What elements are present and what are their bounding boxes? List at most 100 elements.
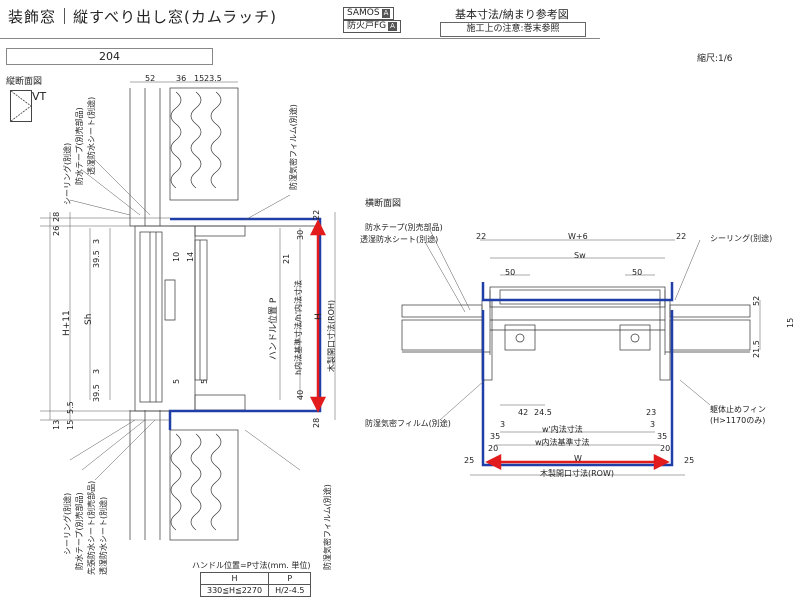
h-dim-52: 52	[752, 295, 761, 306]
dim-left-5-5: 5.5	[66, 401, 75, 414]
dim-left-39-5b: 39.5	[92, 384, 101, 402]
horizontal-leader-lines	[424, 229, 711, 421]
h-dim-22b: 22	[676, 232, 687, 241]
vt-icon-graphic	[11, 91, 31, 121]
h-dim-35b: 35	[657, 432, 668, 441]
h-dim-23: 23	[646, 408, 657, 417]
dim-right-22: 22	[312, 209, 321, 220]
dim-right-21: 21	[282, 253, 291, 264]
label-roh: 木製開口寸法(ROH)	[327, 299, 336, 372]
horizontal-window-frame	[489, 286, 666, 355]
dim-52: 52	[145, 74, 156, 83]
h-dim-15: 15	[786, 317, 795, 328]
title-category: 装飾窓	[8, 8, 57, 26]
title-separator	[64, 8, 66, 24]
label-sheet-bottom: 透湿防水シート(別途)	[99, 496, 108, 575]
h-dim-42: 42	[518, 408, 529, 417]
vertical-window-frame	[130, 225, 320, 412]
h-dim-25b: 25	[684, 456, 695, 465]
dim-left-13: 13	[52, 419, 61, 430]
badge-fire-a: A	[388, 22, 397, 31]
vertical-section-title: 縦断面図	[6, 77, 43, 87]
h-dim-3b: 3	[650, 420, 656, 429]
h-label-sheet: 透湿防水シート(別途)	[360, 235, 439, 244]
label-sealing-bottom: シーリング(別途)	[63, 492, 72, 555]
badge-samos-label: SAMOS	[347, 8, 380, 18]
vertical-top-wall	[129, 87, 239, 226]
handle-table-row: 330≦H≦2270 H/2-4.5	[199, 584, 312, 597]
handle-table-header-p: P	[268, 572, 312, 585]
handle-table-cell-p: H/2-4.5	[268, 584, 312, 597]
dim-inner-14: 14	[186, 251, 195, 262]
vertical-dimension-lines	[40, 81, 336, 421]
h-dim-20b: 20	[660, 444, 671, 453]
h-label-w-plus-6: W+6	[568, 232, 588, 241]
dim-36: 36	[176, 74, 187, 83]
h-dim-22a: 22	[476, 232, 487, 241]
handle-table-header-row: H P	[199, 572, 312, 585]
vt-label: VT	[32, 90, 47, 103]
h-label-sealing: シーリング(別途)	[710, 234, 773, 243]
h-dim-20a: 20	[488, 444, 499, 453]
h-label-fin: 躯体止めフィン	[710, 405, 766, 414]
h-dim-50b: 50	[632, 268, 643, 277]
code-box: 204	[6, 48, 213, 65]
vertical-bottom-wall	[129, 410, 239, 541]
label-tape-top: 防水テープ(別売部品)	[75, 107, 84, 185]
horizontal-opening-outline	[481, 310, 674, 467]
h-label-w: W	[574, 454, 582, 463]
dim-inner-10: 10	[172, 251, 181, 262]
label-sh: Sh	[84, 313, 94, 325]
h-label-tape: 防水テープ(別売部品)	[365, 223, 443, 232]
horizontal-opening-top	[481, 282, 674, 302]
h-dim-50a: 50	[505, 268, 516, 277]
h-label-film: 防湿気密フィルム(別途)	[365, 419, 451, 428]
handle-table-header-h: H	[199, 572, 270, 585]
handle-table: H P 330≦H≦2270 H/2-4.5	[199, 572, 312, 597]
dim-inner-5b: 5	[200, 378, 209, 384]
dim-23-5: 23.5	[204, 74, 222, 83]
handle-table-cell-h: 330≦H≦2270	[199, 584, 270, 597]
h-dim-25a: 25	[464, 456, 475, 465]
row-arrow	[485, 453, 670, 471]
roh-arrow	[309, 219, 327, 413]
dim-left-3b: 3	[92, 368, 101, 374]
label-handle-position: ハンドル位置 P	[269, 297, 279, 360]
label-h-plus-11: H+11	[62, 310, 72, 336]
h-label-w-inner: w内法基準寸法	[535, 438, 590, 447]
page-title: 装飾窓縦すべり出し窓(カムラッチ)	[8, 6, 277, 27]
dim-right-40: 40	[296, 389, 305, 400]
h-dim-3a: 3	[500, 420, 506, 429]
h-label-row: 木製開口寸法(ROW)	[540, 469, 615, 478]
vt-window-icon	[10, 90, 32, 122]
dim-right-30: 30	[296, 229, 305, 240]
label-tape-bottom: 防水テープ(別売部品)	[75, 492, 84, 570]
vertical-opening-outline	[168, 217, 322, 430]
dim-left-15: 15	[66, 419, 75, 430]
title-main: 縦すべり出し窓(カムラッチ)	[73, 8, 277, 26]
label-film-bottom: 防湿気密フィルム(別途)	[323, 484, 332, 570]
label-h-inner: h内法基準寸法/h'内法寸法	[294, 279, 303, 375]
label-pre-sheet-bottom: 先張防水シート(別売部品)	[87, 480, 96, 575]
badge-fire-label: 防火戸FG	[347, 21, 387, 31]
horizontal-dimension-lines	[470, 239, 761, 476]
label-sealing-top: シーリング(別途)	[63, 142, 72, 205]
h-label-w-prime: w'内法寸法	[542, 425, 583, 434]
note-box: 施工上の注意:巻末参照	[440, 22, 586, 37]
section-title: 基本寸法/納まり参考図	[455, 8, 569, 21]
handle-table-title: ハンドル位置=P寸法(mm. 単位)	[192, 561, 311, 570]
h-label-sw: Sw	[574, 251, 586, 260]
vertical-leader-lines	[69, 159, 301, 481]
label-film-top: 防湿気密フィルム(別途)	[289, 104, 298, 190]
dim-left-28: 28	[52, 211, 61, 222]
label-sheet-top: 透湿防水シート(別途)	[87, 96, 96, 175]
dim-inner-5a: 5	[172, 378, 181, 384]
dim-left-26: 26	[52, 225, 61, 236]
dim-15: 15	[194, 74, 205, 83]
dim-right-28: 28	[312, 417, 321, 428]
horizontal-walls	[401, 299, 751, 381]
